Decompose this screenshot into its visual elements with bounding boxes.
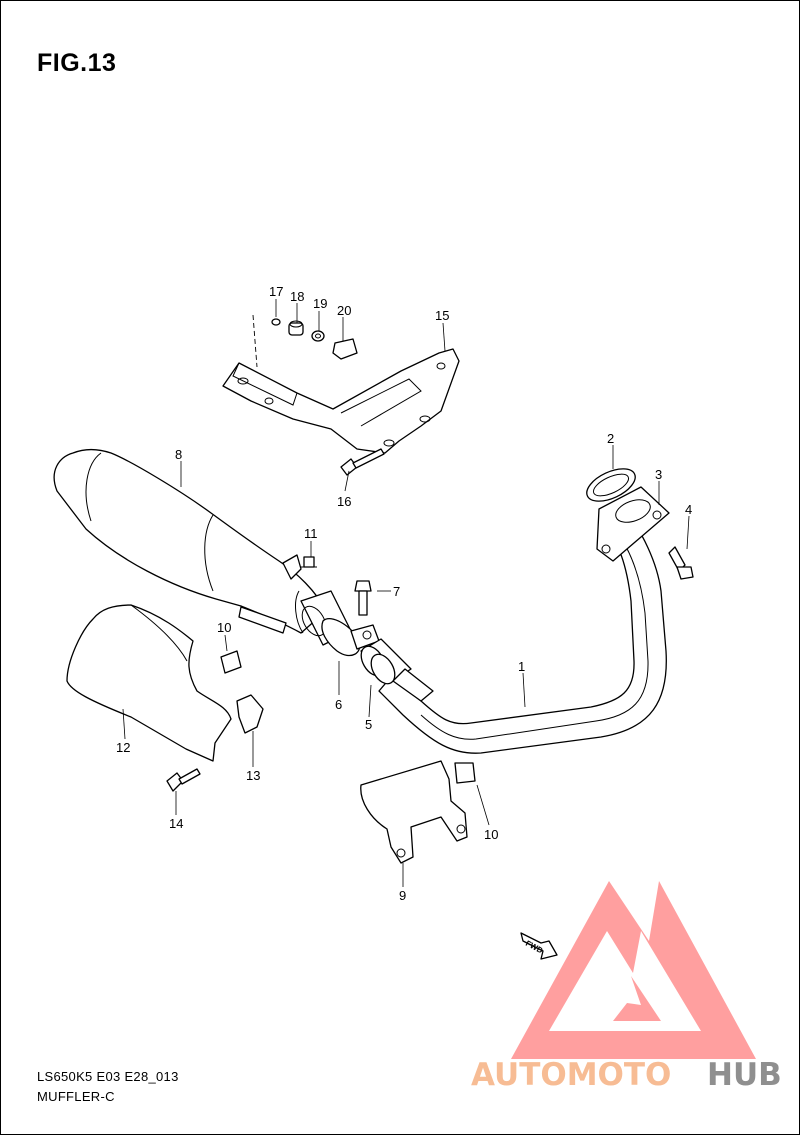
watermark-logo: AUTOMOTO HUB (471, 881, 782, 1093)
part-7-bolt (354, 580, 372, 616)
callout-12: 12 (116, 740, 130, 755)
watermark-brand-part2: HUB (707, 1057, 782, 1093)
callout-14: 14 (169, 816, 183, 831)
callout-5: 5 (365, 717, 372, 732)
callout-16: 16 (337, 494, 351, 509)
fwd-direction-arrow: FWD (520, 932, 558, 960)
part-9-cover (360, 760, 476, 864)
callout-9: 9 (399, 888, 406, 903)
callout-17: 17 (269, 284, 283, 299)
watermark-triangle-inner (549, 931, 701, 1031)
part-4-stud-nut (668, 546, 694, 580)
callout-labels: 17 18 19 20 15 16 8 11 7 2 3 4 1 6 5 10 … (116, 284, 692, 903)
watermark-brand-part1: AUTOMOTO (471, 1057, 671, 1093)
callout-8: 8 (175, 447, 182, 462)
callout-7: 7 (393, 584, 400, 599)
part-19-washer (311, 330, 325, 342)
callout-20: 20 (337, 303, 351, 318)
callout-19: 19 (313, 296, 327, 311)
watermark-triangle-outer (511, 881, 756, 1059)
fwd-label: FWD (524, 939, 545, 956)
part-14-bolt (166, 768, 201, 792)
callout-1: 1 (518, 659, 525, 674)
figure-title: FIG.13 (37, 49, 117, 77)
part-15-bracket (222, 314, 460, 454)
part-11-bolt (301, 556, 317, 568)
part-16-bolt (340, 448, 385, 476)
callout-15: 15 (435, 308, 449, 323)
part-18-collar (288, 320, 304, 336)
callout-10b: 10 (484, 827, 498, 842)
leader-lines (122, 299, 690, 887)
part-10-cushion-upper (220, 650, 242, 674)
watermark-g-mark (613, 976, 661, 1021)
callout-13: 13 (246, 768, 260, 783)
callout-11: 11 (304, 526, 318, 541)
callout-4: 4 (685, 502, 692, 517)
callout-6: 6 (335, 697, 342, 712)
callout-3: 3 (655, 467, 662, 482)
part-2-gasket (586, 468, 636, 502)
callout-10a: 10 (217, 620, 231, 635)
callout-18: 18 (290, 289, 304, 304)
callout-2: 2 (607, 431, 614, 446)
part-6-clamp (321, 618, 380, 657)
footer-model-code: LS650K5 E03 E28_013 (37, 1069, 179, 1084)
footer-section-name: MUFFLER-C (37, 1089, 115, 1104)
part-5-ring (360, 645, 396, 685)
part-17-washer (271, 318, 281, 326)
part-20-cushion (332, 338, 358, 360)
part-12-heat-shield (66, 604, 264, 762)
part-8-muffler (53, 448, 352, 646)
part-1-exhaust-pipe (360, 486, 670, 754)
